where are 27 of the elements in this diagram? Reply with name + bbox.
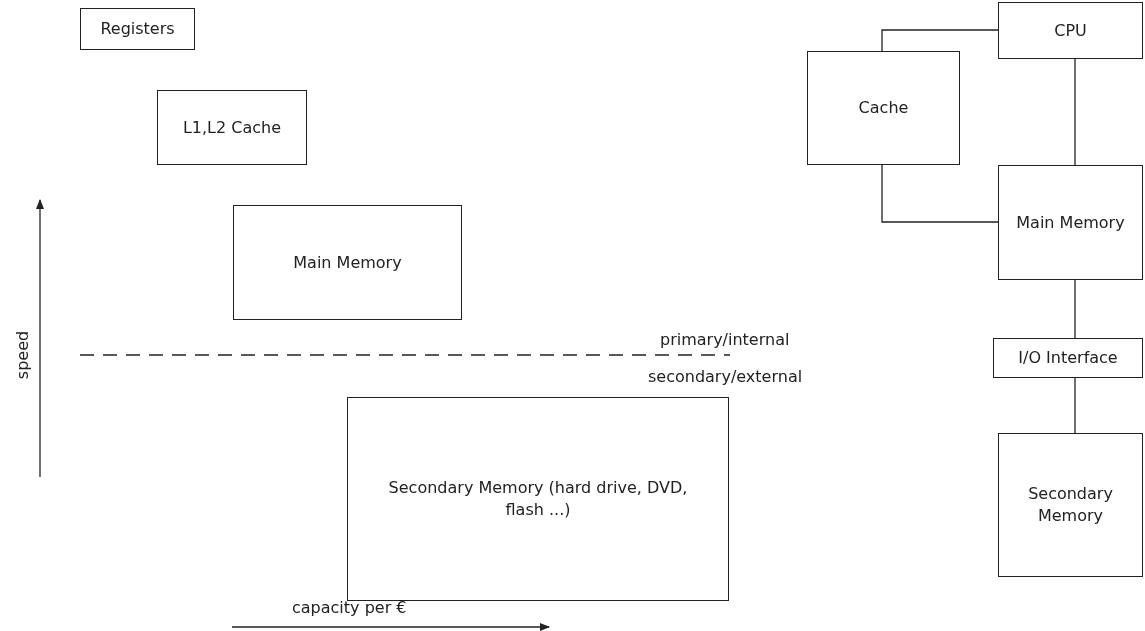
axis-label: capacity per € — [292, 598, 407, 617]
box-label: Secondary Memory (hard drive, DVD, flash ...) — [388, 477, 688, 521]
memory-box — [998, 165, 1143, 280]
memory-box — [998, 2, 1143, 59]
axis-label: speed — [12, 330, 32, 380]
memory-box — [993, 338, 1143, 378]
box-label: L1,L2 Cache — [182, 116, 282, 139]
connector-line — [881, 164, 999, 223]
memory-box — [233, 205, 462, 320]
connector-line — [1074, 58, 1076, 166]
memory-box — [347, 397, 729, 601]
box-label: Main Memory — [1016, 211, 1125, 234]
box-label: Secondary Memory — [1027, 483, 1114, 527]
memory-box — [998, 433, 1143, 577]
connector-line — [881, 29, 999, 52]
memory-box — [80, 8, 195, 50]
memory-box — [157, 90, 307, 165]
box-label: Cache — [858, 97, 909, 119]
box-label: I/O Interface — [1018, 347, 1118, 369]
memory-box — [807, 51, 960, 165]
box-label: Main Memory — [293, 251, 402, 274]
connector-line — [1074, 377, 1076, 434]
box-label: Registers — [100, 18, 175, 40]
connector-line — [1074, 279, 1076, 339]
region-label: primary/internal — [660, 330, 790, 349]
region-label: secondary/external — [648, 367, 803, 386]
box-label: CPU — [1054, 19, 1087, 42]
